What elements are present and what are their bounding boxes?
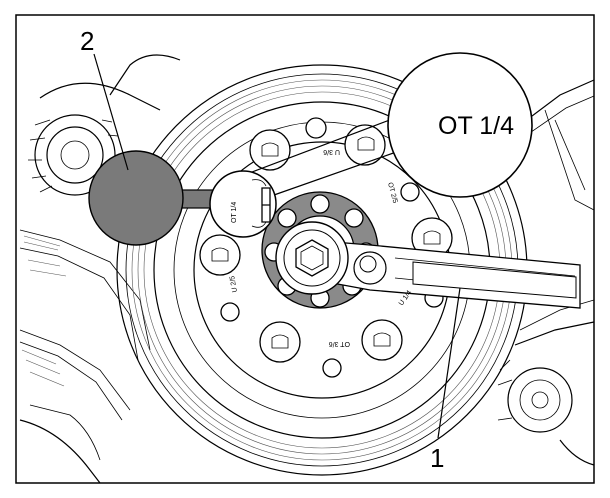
callout-adapter: 2: [80, 26, 94, 56]
magnifier-connector-bottom: [273, 149, 403, 196]
pulley-holes: [199, 117, 453, 378]
pulley-hole: [322, 358, 342, 378]
magnifier-connector-top: [251, 117, 396, 173]
leader-line-adapter: [93, 53, 129, 171]
pulley-hole: [259, 321, 301, 363]
magnified-mark-label: OT 1/4: [438, 112, 514, 140]
mark-u36: U 3/6: [323, 148, 340, 155]
pulley-hole: [249, 129, 291, 171]
mark-ot36: OT 3/6: [329, 340, 350, 347]
pulley-hole: [199, 234, 241, 276]
pulley-hole: [361, 319, 403, 361]
socket-wrench-tool: [275, 221, 581, 309]
pulley-hole: [344, 124, 386, 166]
mark-u25: U 2/5: [229, 275, 239, 293]
magnifier-circle: OT 1/4: [387, 52, 533, 198]
pulley-hole: [400, 182, 420, 202]
pulley-hole: [220, 302, 240, 322]
leader-line-tool: [437, 287, 461, 439]
callout-tool: 1: [430, 443, 444, 473]
timing-mark-detail: OT 1/4: [209, 170, 277, 238]
pulley-hole: [305, 117, 327, 139]
detail-mark-ot14: OT 1/4: [231, 202, 238, 223]
